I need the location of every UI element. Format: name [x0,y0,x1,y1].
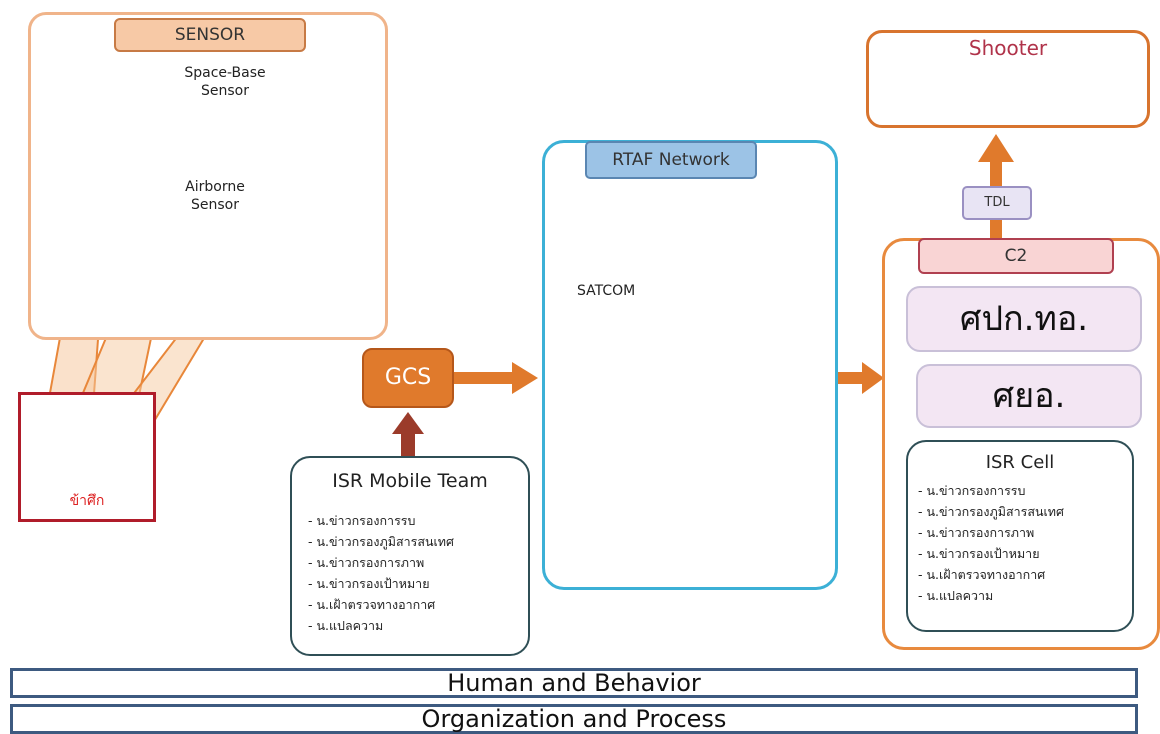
isr-cell-title: ISR Cell [985,452,1055,473]
list-item: - น.ข่าวกรองเป้าหมาย [918,546,1040,561]
c2-title: C2 [918,238,1114,274]
list-item: - น.แปลความ [918,588,994,603]
isr-cell-panel: ISR Cell - น.ข่าวกรองการรบ - น.ข่าวกรองภ… [906,440,1134,632]
human-behavior-bar: Human and Behavior [10,668,1138,698]
isr-mobile-team-title: ISR Mobile Team [332,470,488,492]
airborne-sensor-label-line1: Airborne [185,179,245,195]
tdl-link: TDL [962,186,1032,220]
satcom-label: SATCOM [577,283,636,299]
airborne-sensor-label: Airborne Sensor [160,178,270,214]
airborne-sensor-label-line2: Sensor [191,197,239,213]
shooter-panel [866,30,1150,128]
isr-cell-list: - น.ข่าวกรองการรบ - น.ข่าวกรองภูมิสารสนเ… [918,480,1064,606]
list-item: - น.ข่าวกรองเป้าหมาย [308,576,430,591]
space-sensor-label-line1: Space-Base [184,65,266,81]
rtaf-network-panel [542,140,838,590]
enemy-target-label: ข้าศึก [69,493,105,509]
list-item: - น.ข่าวกรองการรบ [918,483,1026,498]
list-item: - น.แปลความ [308,618,384,633]
list-item: - น.ข่าวกรองการภาพ [308,555,425,570]
command-center-1: ศปก.ทอ. [906,286,1142,352]
enemy-target-box [18,392,156,522]
list-item: - น.ข่าวกรองการภาพ [918,525,1035,540]
command-center-2: ศยอ. [916,364,1142,428]
network-to-c2-arrow [838,362,884,394]
sensor-panel [28,12,388,340]
sensor-title: SENSOR [114,18,306,52]
organization-process-bar: Organization and Process [10,704,1138,734]
list-item: - น.ข่าวกรองภูมิสารสนเทศ [308,534,454,549]
list-item: - น.ข่าวกรองการรบ [308,513,416,528]
gcs-node: GCS [362,348,454,408]
isr-mobile-team-panel: ISR Mobile Team - น.ข่าวกรองการรบ - น.ข่… [290,456,530,656]
shooter-title: Shooter [968,36,1048,60]
rtaf-network-title: RTAF Network [585,141,757,179]
list-item: - น.เฝ้าตรวจทางอากาศ [308,597,436,612]
space-sensor-label: Space-Base Sensor [170,64,280,100]
gcs-to-network-arrow [454,362,538,394]
list-item: - น.เฝ้าตรวจทางอากาศ [918,567,1046,582]
isr-mobile-team-list: - น.ข่าวกรองการรบ - น.ข่าวกรองภูมิสารสนเ… [308,510,454,636]
space-sensor-label-line2: Sensor [201,83,249,99]
list-item: - น.ข่าวกรองภูมิสารสนเทศ [918,504,1064,519]
team-to-gcs-arrow [392,412,424,458]
